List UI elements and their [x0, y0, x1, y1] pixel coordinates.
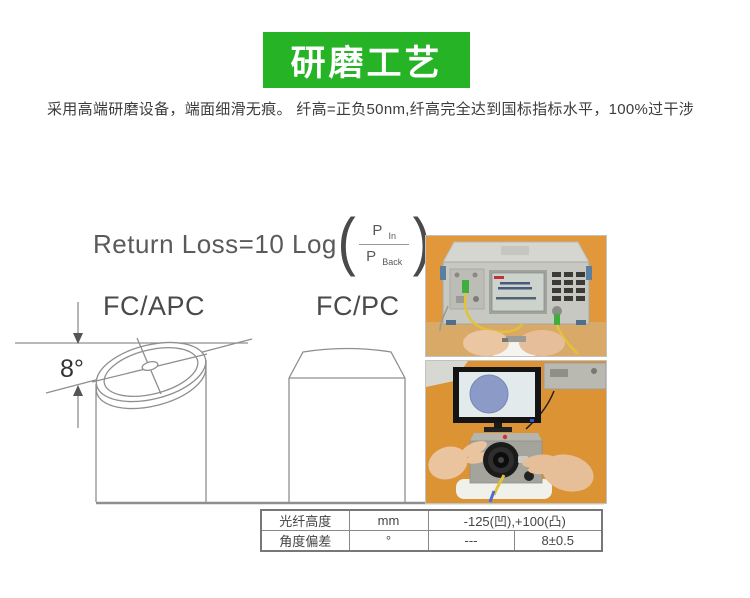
fixture-part-2	[502, 338, 508, 342]
green-connector-left	[462, 280, 469, 293]
section-title: 研磨工艺	[290, 43, 443, 83]
blue-connector-boot	[488, 490, 496, 503]
endface-inner	[103, 347, 199, 397]
right-hand	[522, 454, 594, 492]
cell-value-a: ---	[427, 530, 515, 552]
tester-screen	[491, 272, 545, 312]
cell-value: -125(凹),+100(凸)	[427, 509, 603, 531]
cell-unit: mm	[348, 509, 429, 531]
return-loss-tester-photo	[425, 235, 607, 360]
section-banner: 研磨工艺	[263, 32, 470, 88]
fcpc-diagram	[288, 347, 406, 502]
left-hand	[428, 440, 490, 480]
table-row-angle-deviation: 角度偏差 ° --- 8±0.5	[260, 530, 603, 552]
inspection-photo-scene	[426, 361, 607, 503]
monitor	[453, 367, 541, 432]
foam-pad	[456, 479, 552, 499]
spec-table: 光纤高度 mm -125(凹),+100(凸) 角度偏差 ° --- 8±0.5	[260, 509, 604, 552]
open-paren: (	[337, 205, 356, 277]
hands	[463, 330, 565, 356]
fraction-numerator: P In	[372, 221, 397, 241]
formula-fraction: P In P Back	[359, 221, 410, 267]
formula-prefix: Return Loss=10 Log	[93, 228, 337, 259]
table-row-fiber-height: 光纤高度 mm -125(凹),+100(凸)	[260, 509, 603, 531]
fraction-bar	[359, 243, 410, 245]
button-grid	[552, 272, 585, 301]
return-loss-formula: Return Loss=10 Log ( P In P Back )	[93, 205, 432, 277]
test-instrument	[439, 241, 592, 332]
microscope-head	[483, 442, 534, 481]
down-arrow-head	[73, 333, 83, 344]
label-fc-apc: FC/APC	[103, 291, 206, 321]
label-fc-pc: FC/PC	[316, 291, 400, 321]
intro-text: 采用高端研磨设备，端面细滑无痕。 纤高=正负50nm,纤高完全达到国标指标水平，…	[47, 101, 695, 118]
fraction-denominator: P Back	[366, 247, 403, 267]
connector-diagram: 8°	[15, 302, 604, 505]
background-instrument	[543, 362, 607, 390]
endface-inspection-photo	[425, 360, 607, 504]
cell-label: 角度偏差	[260, 530, 350, 552]
fcapc-diagram: 8°	[15, 302, 253, 502]
green-connector-right	[554, 314, 560, 325]
fiber-core	[141, 361, 159, 371]
cell-unit: °	[348, 530, 429, 552]
angle-label: 8°	[60, 355, 84, 383]
fixture-part	[506, 336, 526, 342]
cell-value-b: 8±0.5	[513, 530, 603, 552]
fiber-endface-image	[469, 374, 509, 414]
dome-top	[288, 347, 406, 379]
up-arrow-head	[73, 385, 83, 396]
tester-photo-scene	[426, 236, 606, 360]
cell-label: 光纤高度	[260, 509, 350, 531]
